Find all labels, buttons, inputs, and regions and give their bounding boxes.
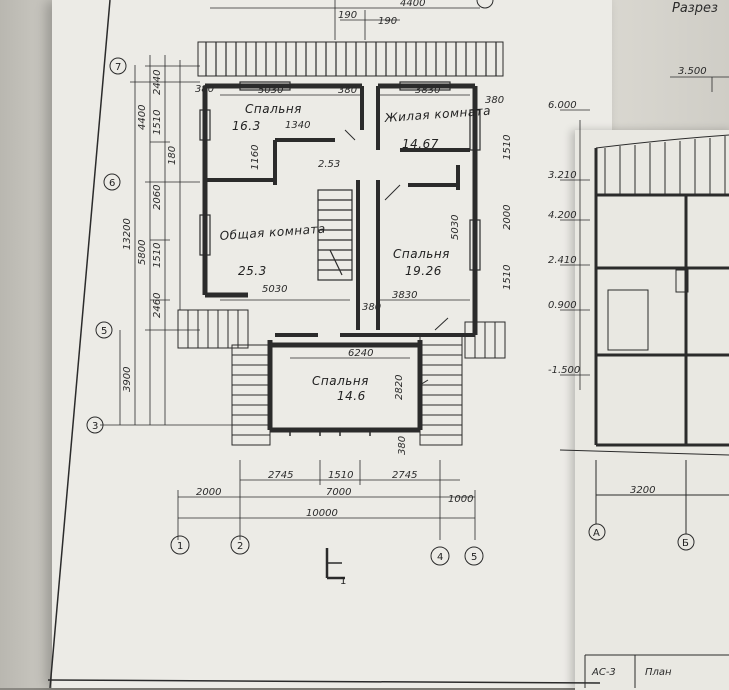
sheet-border [47, 0, 601, 688]
inner-dim: 2820 [394, 375, 405, 400]
left-dim: 5800 [137, 240, 148, 265]
inner-walls [205, 86, 475, 337]
inner-dim: 1510 [502, 135, 513, 160]
section-mark [325, 548, 345, 580]
room-5-area: 14.6 [337, 389, 366, 403]
top-balcony [197, 41, 504, 77]
inner-dim: 5030 [258, 85, 283, 96]
inner-dim: 380 [338, 85, 357, 96]
left-dim: 2060 [152, 185, 163, 210]
bottom-dim: 2745 [268, 470, 293, 481]
left-dim: 3900 [122, 367, 133, 392]
left-dimensions [100, 55, 240, 426]
doors [344, 129, 449, 386]
bottom-dim: 2745 [392, 470, 417, 481]
left-dim: 1510 [152, 243, 163, 268]
top-dimensions [210, 0, 480, 359]
left-dim: 13200 [122, 218, 133, 250]
top-dim-right: 190 [378, 16, 397, 27]
left-dim: 1510 [152, 110, 163, 135]
section-dim: 3200 [630, 485, 655, 496]
axis-label: 4 [437, 552, 443, 563]
inner-dim: 2000 [502, 205, 513, 230]
windows [199, 81, 481, 271]
section-sheet [575, 130, 729, 690]
level-mark: 3.210 [548, 170, 577, 181]
bottom-dim: 1000 [448, 494, 473, 505]
room-1-name: Спальня [245, 102, 302, 116]
bottom-dim-total: 10000 [306, 508, 338, 519]
axis-label: 5 [101, 326, 107, 337]
axis-label: 6 [109, 178, 115, 189]
inner-dim: 5030 [262, 284, 287, 295]
axis-markers [86, 0, 494, 566]
left-dim: 180 [167, 146, 178, 165]
inner-dim: 1340 [285, 120, 310, 131]
bottom-dim: 2000 [196, 487, 221, 498]
room-3-area: 25.3 [238, 264, 267, 278]
room-5-name: Спальня [312, 374, 369, 388]
inner-dim: 1160 [250, 145, 261, 170]
inner-dim: 6240 [348, 348, 373, 359]
inner-dim: 380 [397, 436, 408, 455]
outer-walls [202, 83, 478, 335]
level-mark: 6.000 [548, 100, 577, 111]
left-dim: 4400 [137, 105, 148, 130]
level-mark: 4.200 [548, 210, 577, 221]
stamp-code: АС-3 [591, 667, 616, 678]
inner-dim: 3830 [415, 85, 440, 96]
bottom-dim: 1510 [328, 470, 353, 481]
axis-label: 7 [115, 62, 121, 73]
stair-area: 2.53 [318, 159, 340, 170]
axis-label: 1 [177, 541, 183, 552]
level-mark: -1.500 [548, 365, 580, 376]
inner-dim: 1510 [502, 265, 513, 290]
inner-dim: 3830 [392, 290, 417, 301]
section-title: Разрез [672, 1, 718, 16]
inner-dim: 380 [362, 302, 381, 313]
axis-label: 5 [471, 552, 477, 563]
level-mark: 0.900 [548, 300, 577, 311]
room-3-name: Общая комната [219, 222, 326, 243]
section-axis-label: Б [682, 538, 689, 549]
bottom-dim: 7000 [326, 487, 351, 498]
inner-dim: 5030 [450, 215, 461, 240]
inner-dim: 380 [485, 95, 504, 106]
section-drawing [559, 76, 729, 551]
level-mark: 3.500 [678, 66, 707, 77]
stair [317, 189, 353, 281]
room-2-area: 14.67 [402, 137, 439, 151]
level-mark: 2.410 [548, 255, 577, 266]
stamp-title: План [645, 667, 672, 678]
inner-dim: 380 [195, 84, 214, 95]
axis-label: 3 [92, 421, 98, 432]
section-mark-number: 1 [340, 576, 346, 587]
section-axis-label: А [593, 528, 600, 539]
left-dim: 2440 [152, 70, 163, 95]
top-dim-overall: 4400 [400, 0, 425, 9]
room-4-name: Спальня [393, 247, 450, 261]
top-dim-left: 190 [338, 10, 357, 21]
left-dim: 2460 [152, 293, 163, 318]
bottom-dimensions [177, 460, 476, 540]
room-1-area: 16.3 [232, 119, 261, 133]
room-4-area: 19.26 [405, 264, 442, 278]
axis-label: 2 [237, 541, 243, 552]
